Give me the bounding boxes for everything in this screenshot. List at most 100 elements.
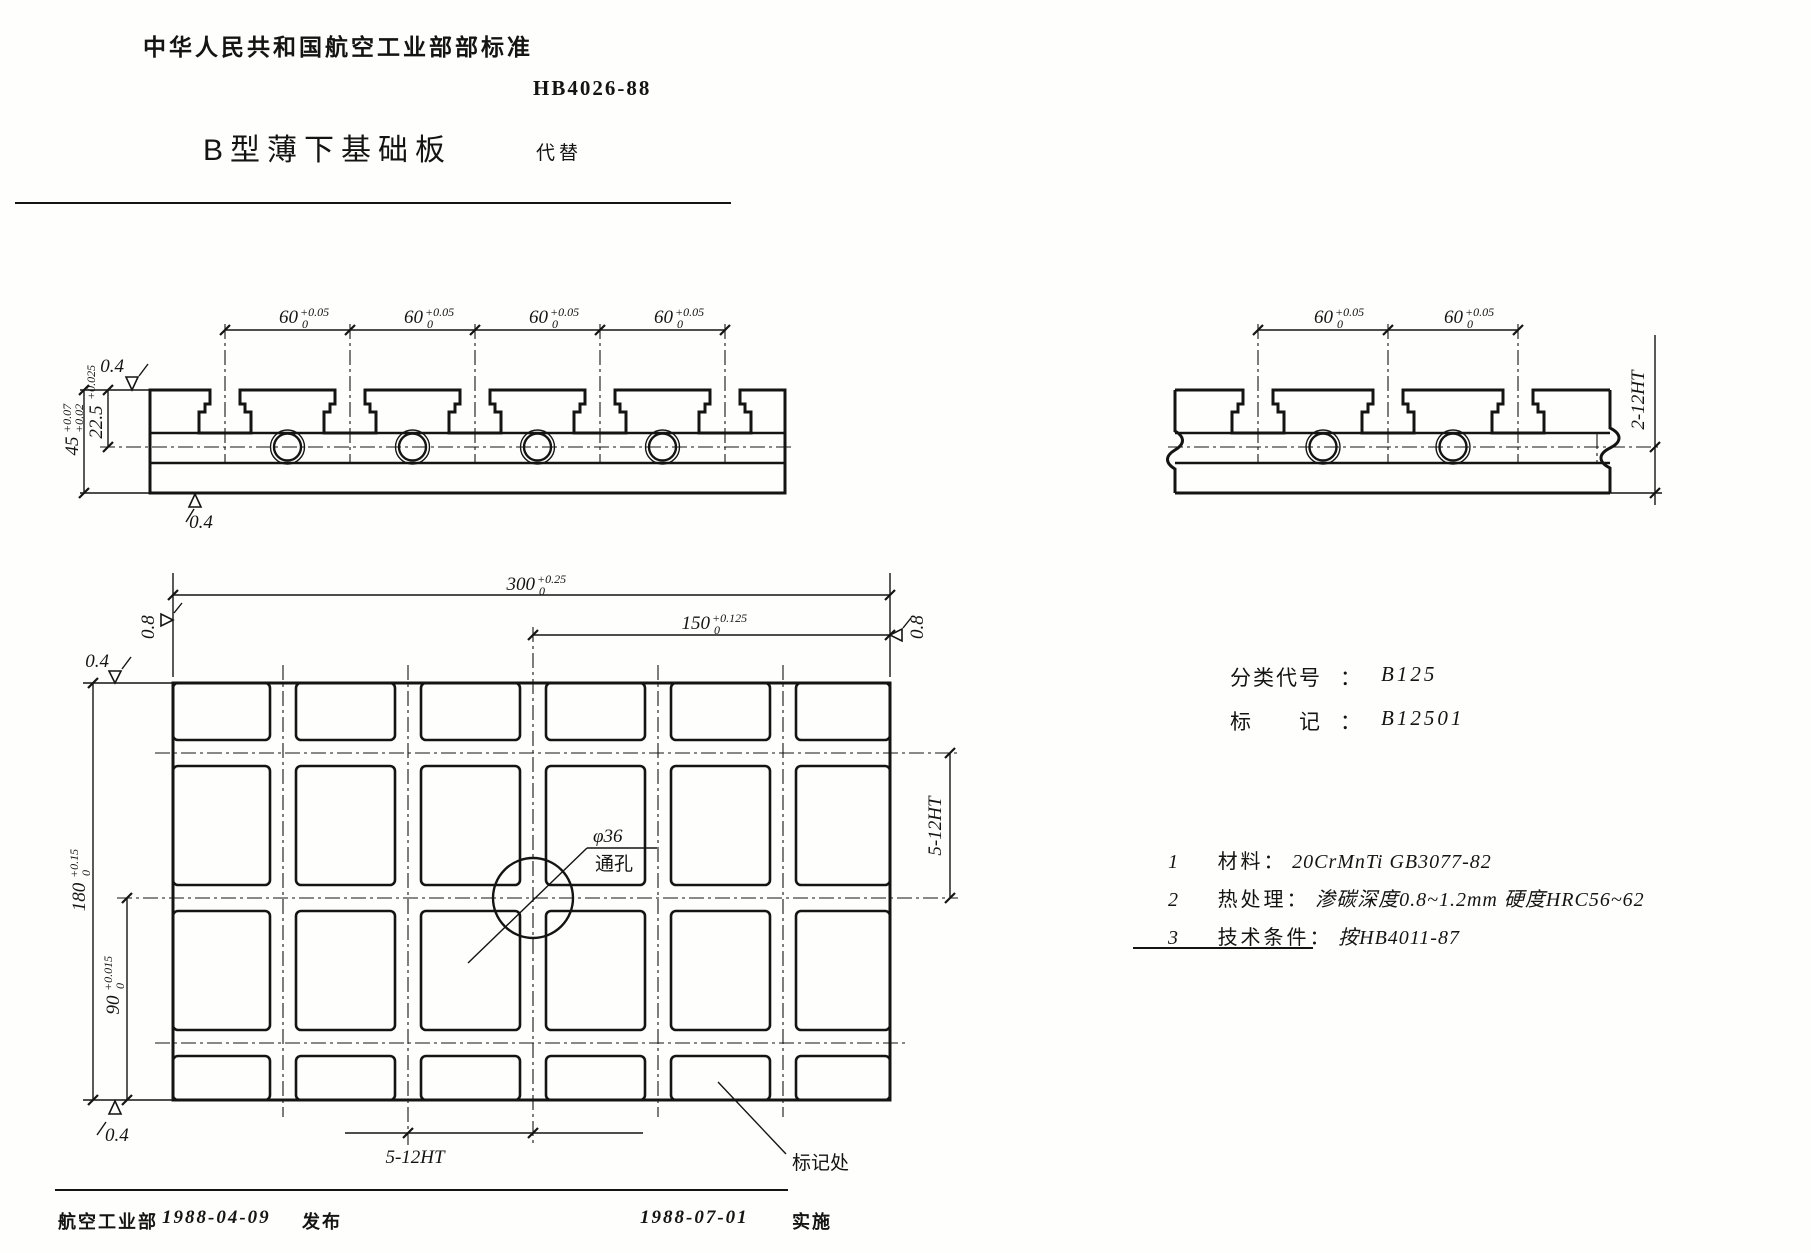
height-dimensions	[83, 677, 173, 1106]
mark-code-label: 标 记	[1230, 711, 1322, 734]
dim-180-label: 180 +0.15 0	[67, 849, 93, 911]
standard-org-title: 中华人民共和国航空工业部部标准	[143, 34, 533, 60]
note-text: 按HB4011-87	[1338, 927, 1460, 949]
finish-triangle-icon	[107, 670, 123, 685]
dim-tol-lower: +0.02	[72, 404, 86, 433]
finish-value: 0.8	[138, 615, 159, 639]
replaces-label: 代替	[536, 143, 583, 164]
classification-block: 分类代号 ： B125 标 记 ： B12501	[1230, 662, 1464, 750]
slot-pitch-dimension-bottom	[345, 1127, 643, 1139]
note-number: 1	[1168, 851, 1178, 873]
note-label: 技术条件：	[1217, 927, 1333, 949]
implementation-label: 实施	[792, 1212, 832, 1232]
dim-tol-upper: +0.15	[67, 849, 81, 878]
side-pitch-dimension	[1252, 324, 1524, 462]
title-separator-line	[15, 202, 731, 204]
dim-tol-lower: 0	[714, 623, 720, 637]
dim-tol-upper: +0.05	[300, 305, 329, 319]
implementation-date: 1988-07-01	[640, 1207, 749, 1228]
dim-value: 45	[62, 437, 83, 456]
classification-row-class: 分类代号 ： B125	[1230, 662, 1464, 692]
hole-through-label: 通孔	[595, 853, 633, 875]
slot-pitch-dimension-right	[944, 747, 956, 904]
slots-count-label: 2-12HT	[1628, 369, 1649, 430]
slot-count-label-bottom: 5-12HT	[385, 1147, 446, 1168]
note-label: 材料：	[1217, 851, 1287, 873]
mark-leader-line	[717, 1081, 787, 1155]
note-number: 2	[1168, 889, 1178, 911]
finish-triangle-icon	[187, 492, 203, 508]
dim-60-label-4: 60 +0.05 0	[654, 305, 704, 331]
dim-value: 60	[279, 307, 299, 328]
mark-code-value: B12501	[1381, 706, 1465, 730]
dim-90-label: 90 +0.015 0	[101, 956, 127, 1015]
dim-value: 2-12HT	[1628, 369, 1649, 430]
side-body-profile	[1175, 388, 1610, 435]
channel-centerlines	[117, 627, 958, 1145]
plan-pads	[171, 681, 892, 1102]
finish-mark-plan-right-08: 0.8	[888, 615, 928, 643]
hole-diameter-label: φ36	[593, 826, 623, 847]
dim-tol-lower: 0	[539, 584, 545, 598]
issue-date: 1988-04-09	[162, 1207, 271, 1228]
note-label: 热处理：	[1217, 889, 1310, 911]
dim-300-label: 300 +0.25 0	[506, 572, 567, 598]
dim-tol-upper: +0.05	[1335, 305, 1364, 319]
dim-tol-lower: 0	[1337, 317, 1343, 331]
note-text: 20CrMnTi GB3077-82	[1292, 851, 1492, 873]
finish-mark-plan-bottom-left: 0.4	[96, 1099, 129, 1146]
dim-22-5-label: 22.5 +0.025	[84, 365, 107, 439]
note-1: 1 材料： 20CrMnTi GB3077-82	[1168, 845, 1492, 874]
colon: ：	[1340, 711, 1363, 734]
dim-tol-upper: +0.05	[1465, 305, 1494, 319]
note-number: 3	[1168, 927, 1178, 949]
class-code-value: B125	[1381, 662, 1438, 686]
dim-value: 60	[1444, 307, 1464, 328]
finish-triangle-icon	[124, 376, 140, 392]
finish-value: 0.4	[85, 651, 109, 672]
dim-value: 60	[654, 307, 674, 328]
front-body-profile	[148, 388, 787, 495]
finish-value: 0.8	[907, 615, 928, 639]
colon: ：	[1340, 667, 1363, 690]
issuing-org: 航空工业部	[58, 1212, 158, 1232]
dim-150-label: 150 +0.125 0	[682, 611, 748, 637]
dim-tol-upper: +0.05	[550, 305, 579, 319]
dim-tol-lower: 0	[427, 317, 433, 331]
dim-tol-lower: 0	[79, 870, 93, 876]
finish-value: 0.4	[189, 512, 213, 533]
finish-triangle-icon	[888, 627, 903, 643]
finish-triangle-icon	[107, 1099, 123, 1115]
dim-tol-upper: +0.015	[101, 956, 115, 991]
dim-45-label: 45 +0.07 +0.02	[60, 403, 86, 456]
side-section-view: 60 +0.05 0 60 +0.05 0 2-12HT	[1166, 305, 1662, 505]
note-3: 3 技术条件： 按HB4011-87	[1168, 921, 1460, 950]
slots-count-dimension	[1610, 335, 1662, 505]
dim-tol-lower: 0	[302, 317, 308, 331]
front-section-view: 60 +0.05 0 60 +0.05 0 60 +0.05 0 60 +0.0…	[60, 305, 793, 533]
hole-leader-line	[467, 847, 588, 964]
issue-label: 发布	[302, 1212, 342, 1232]
finish-mark-bottom: 0.4	[185, 492, 213, 533]
dim-tol-lower: 0	[1467, 317, 1473, 331]
dim-value: 150	[682, 613, 711, 634]
plate-outline	[171, 681, 892, 1102]
class-code-label: 分类代号	[1230, 667, 1322, 690]
finish-value: 0.4	[105, 1125, 129, 1146]
plan-view: φ36 通孔 300 +0.25 0 150 +0.125 0	[67, 572, 958, 1174]
finish-triangle-icon	[160, 612, 175, 628]
front-height-dimensions	[78, 384, 150, 499]
side-holes	[1305, 429, 1471, 465]
front-holes	[269, 429, 681, 465]
page-title: B型薄下基础板	[203, 134, 453, 167]
dim-tol-lower: 0	[552, 317, 558, 331]
dim-value: 60	[529, 307, 549, 328]
dim-value: 180	[69, 882, 90, 911]
dim-60-label-3: 60 +0.05 0	[529, 305, 579, 331]
dim-tol-upper: +0.125	[712, 611, 747, 625]
classification-row-mark: 标 记 ： B12501	[1230, 706, 1464, 736]
dim-60-label-2: 60 +0.05 0	[404, 305, 454, 331]
center-through-hole	[491, 856, 575, 940]
dim-value: 90	[103, 995, 124, 1015]
